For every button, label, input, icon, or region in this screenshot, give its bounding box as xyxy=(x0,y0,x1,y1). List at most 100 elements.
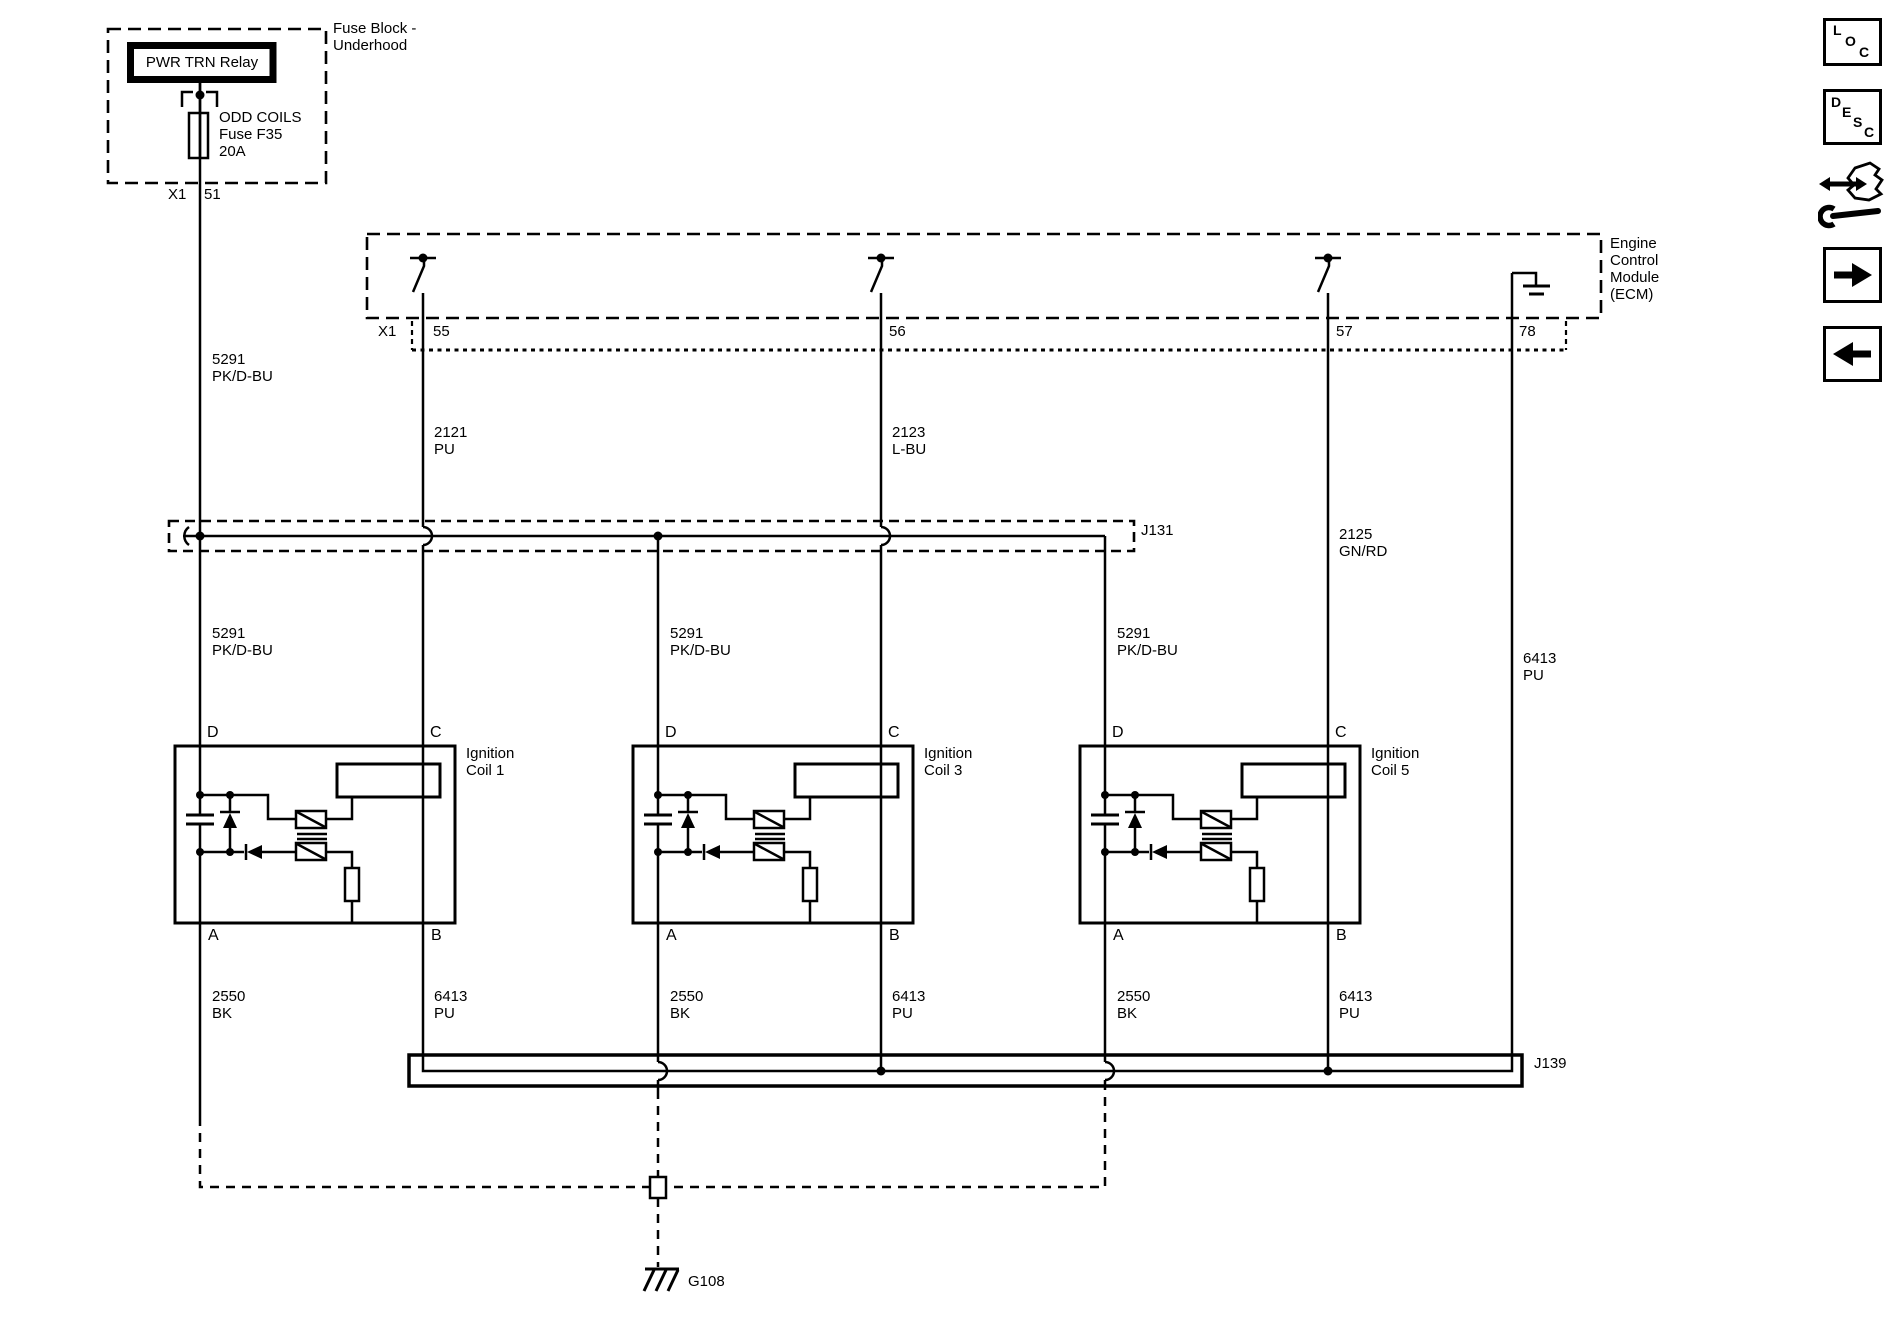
desc-letter-d: D xyxy=(1831,94,1842,110)
loc-button[interactable]: L O C xyxy=(1823,18,1882,66)
ecm-box xyxy=(365,232,1603,352)
ignition-coil-1 xyxy=(173,744,457,925)
ignition-coil-3 xyxy=(631,744,915,925)
wire-label-2550-coil5-color: BK xyxy=(1117,1005,1138,1022)
desc-letter-e: E xyxy=(1842,104,1852,120)
desc-letter-s: S xyxy=(1853,114,1863,130)
coil5-pin-d: D xyxy=(1112,724,1124,741)
component-view-button[interactable] xyxy=(1817,158,1888,232)
coil5-pin-c: C xyxy=(1335,724,1347,741)
wire-label-6413-coil5-color: PU xyxy=(1339,1005,1360,1022)
wire-label-2123-circuit: 2123 xyxy=(892,424,926,441)
fuse-block-box xyxy=(106,27,328,185)
coil1-pin-d: D xyxy=(207,724,219,741)
ecm-pin-56: 56 xyxy=(889,323,906,340)
coil1-name-line1: Ignition xyxy=(466,745,515,762)
wire-label-2121-circuit: 2121 xyxy=(434,424,468,441)
wire-2550-grounds xyxy=(656,923,1116,1090)
coil5-name-line2: Coil 5 xyxy=(1371,762,1410,779)
splice-j139-label: J139 xyxy=(1534,1055,1567,1072)
wire-label-5291-top-color: PK/D-BU xyxy=(212,368,273,385)
wire-label-6413-coil1-circuit: 6413 xyxy=(434,988,468,1005)
g108-ground-symbol xyxy=(642,1267,680,1292)
fuse-block-title-line2: Underhood xyxy=(333,37,408,54)
ecm-internal-ground-symbol xyxy=(1512,271,1550,296)
fuse-name-label: ODD COILS xyxy=(219,109,302,126)
fuse-rating-label: 20A xyxy=(219,143,246,160)
wire-label-6413-coil3-circuit: 6413 xyxy=(892,988,926,1005)
ecm-driver-switch-55 xyxy=(410,253,436,293)
wire-6413-bus xyxy=(421,273,1514,1076)
loc-letter-c: C xyxy=(1859,44,1870,60)
wire-label-5291-coil1-circuit: 5291 xyxy=(212,625,246,642)
back-button[interactable] xyxy=(1823,326,1882,382)
ground-splice-square xyxy=(648,1175,668,1200)
ignition-coil-5 xyxy=(1078,744,1362,925)
wire-label-5291-coil3-color: PK/D-BU xyxy=(670,642,731,659)
loc-letter-l: L xyxy=(1833,22,1842,38)
arrow-right-icon xyxy=(1834,263,1872,287)
ecm-title-line2: Control xyxy=(1610,252,1659,269)
wire-label-6413-ecm-color: PU xyxy=(1523,667,1544,684)
coil1-pin-a: A xyxy=(208,927,219,944)
coil3-name-line2: Coil 3 xyxy=(924,762,963,779)
fuse-id-label: Fuse F35 xyxy=(219,126,283,143)
wire-label-5291-coil5-circuit: 5291 xyxy=(1117,625,1151,642)
coil5-pin-b: B xyxy=(1336,927,1347,944)
wire-label-6413-coil5-circuit: 6413 xyxy=(1339,988,1373,1005)
wire-label-2125-circuit: 2125 xyxy=(1339,526,1373,543)
loc-letter-o: O xyxy=(1845,33,1856,49)
ecm-title-line1: Engine xyxy=(1610,235,1657,252)
splice-j139 xyxy=(407,1053,1524,1088)
ecm-pin-57: 57 xyxy=(1336,323,1353,340)
wire-label-6413-ecm-circuit: 6413 xyxy=(1523,650,1557,667)
coil3-pin-a: A xyxy=(666,927,677,944)
wire-label-5291-coil1-color: PK/D-BU xyxy=(212,642,273,659)
ecm-pin-55: 55 xyxy=(433,323,450,340)
coil3-pin-c: C xyxy=(888,724,900,741)
wire-label-2550-coil3-color: BK xyxy=(670,1005,691,1022)
wire-label-5291-coil5-color: PK/D-BU xyxy=(1117,642,1178,659)
coil1-name-line2: Coil 1 xyxy=(466,762,505,779)
desc-letter-c: C xyxy=(1864,124,1875,140)
ecm-title-line4: (ECM) xyxy=(1610,286,1654,303)
wire-label-5291-coil3-circuit: 5291 xyxy=(670,625,704,642)
coil3-pin-d: D xyxy=(665,724,677,741)
forward-button[interactable] xyxy=(1823,247,1882,303)
coil1-pin-c: C xyxy=(430,724,442,741)
component-view-icon xyxy=(1817,161,1884,229)
fuse-pin-number: 51 xyxy=(204,186,221,203)
ecm-pin-78: 78 xyxy=(1519,323,1536,340)
coil1-pin-b: B xyxy=(431,927,442,944)
wire-label-2550-coil1-circuit: 2550 xyxy=(212,988,246,1005)
coil3-name-line1: Ignition xyxy=(924,745,973,762)
ecm-connector-id: X1 xyxy=(378,323,397,340)
ground-g108-label: G108 xyxy=(688,1273,725,1290)
splice-j131 xyxy=(167,519,1136,746)
desc-button[interactable]: D E S C xyxy=(1823,89,1882,145)
fuse-connector-id: X1 xyxy=(168,186,187,203)
wire-label-2121-color: PU xyxy=(434,441,455,458)
wire-label-2123-color: L-BU xyxy=(892,441,927,458)
splice-j131-label: J131 xyxy=(1141,522,1174,539)
coil3-pin-b: B xyxy=(889,927,900,944)
wire-label-2550-coil3-circuit: 2550 xyxy=(670,988,704,1005)
ground-path xyxy=(198,1086,1107,1267)
wire-label-6413-coil1-color: PU xyxy=(434,1005,455,1022)
pwr-trn-relay-box xyxy=(127,42,277,83)
arrow-left-icon xyxy=(1833,342,1871,366)
wire-label-2550-coil5-circuit: 2550 xyxy=(1117,988,1151,1005)
coil5-name-line1: Ignition xyxy=(1371,745,1420,762)
pwr-trn-relay-label: PWR TRN Relay xyxy=(145,54,259,71)
wire-2121 xyxy=(421,293,434,746)
wire-label-2125-color: GN/RD xyxy=(1339,543,1388,560)
ecm-title-line3: Module xyxy=(1610,269,1660,286)
wire-label-6413-coil3-color: PU xyxy=(892,1005,913,1022)
fuse-block-title-line1: Fuse Block - xyxy=(333,20,417,37)
wire-2123 xyxy=(879,293,892,746)
wire-label-2550-coil1-color: BK xyxy=(212,1005,233,1022)
ecm-driver-switch-56 xyxy=(868,253,894,293)
ecm-driver-switch-57 xyxy=(1315,253,1341,293)
